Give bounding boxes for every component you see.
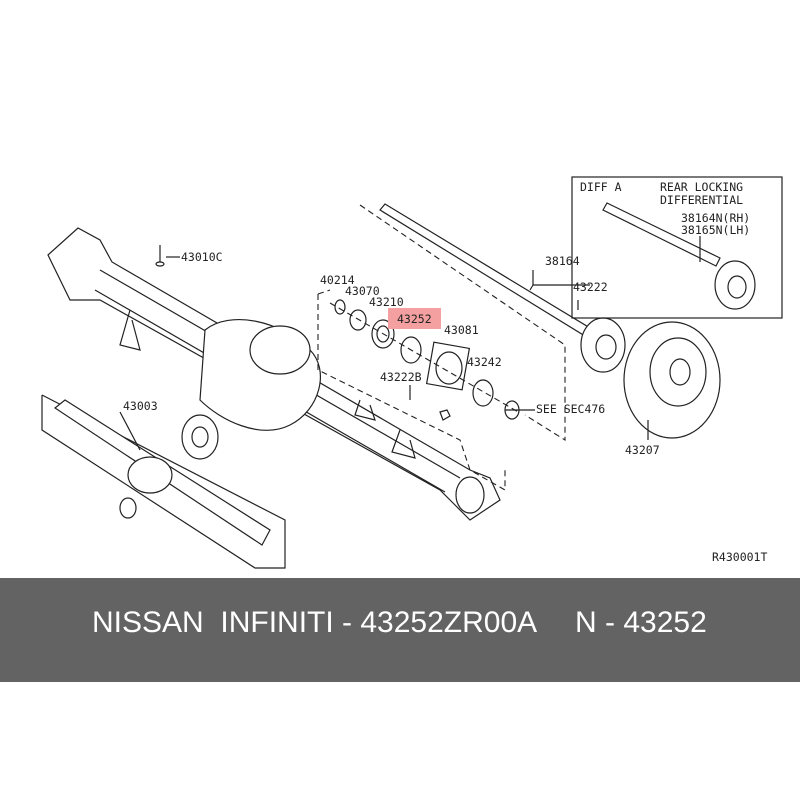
inset-line1: REAR LOCKING — [660, 180, 743, 194]
part-number-caption: NISSAN INFINITI - 43252ZR00A — [92, 606, 538, 639]
axle-housing — [47, 227, 501, 521]
label-43010C: 43010C — [181, 250, 223, 264]
axle-assembly-inset — [41, 394, 286, 569]
diagram-reference: R430001T — [712, 550, 767, 564]
part-code-caption: N - 43252 — [575, 606, 707, 639]
label-43252: 43252 — [397, 312, 432, 326]
label-43207: 43207 — [625, 443, 660, 457]
label-see-sec476: SEE SEC476 — [536, 402, 605, 416]
highlight-43252 — [388, 308, 441, 329]
label-43222B: 43222B — [380, 370, 422, 384]
label-38164: 38164 — [545, 254, 580, 268]
label-43210: 43210 — [369, 295, 404, 309]
parts-diagram: DIFF A REAR LOCKING DIFFERENTIAL 38164N(… — [41, 176, 783, 569]
label-43003: 43003 — [123, 399, 158, 413]
diff-inset: DIFF A REAR LOCKING DIFFERENTIAL 38164N(… — [571, 176, 783, 319]
label-43222: 43222 — [573, 280, 608, 294]
label-43070: 43070 — [345, 284, 380, 298]
axle-shaft-38164 — [379, 203, 626, 373]
label-40214: 40214 — [320, 273, 355, 287]
inset-line2: DIFFERENTIAL — [660, 193, 743, 207]
leader-lines — [409, 270, 590, 411]
label-43081: 43081 — [444, 323, 479, 337]
inset-part-rh: 38164N(RH) — [681, 211, 750, 225]
inset-part-lh: 38165N(LH) — [681, 223, 750, 237]
caption-band: NISSAN INFINITI - 43252ZR00A N - 43252 — [0, 578, 800, 682]
inset-title: DIFF A — [580, 180, 622, 194]
label-43242: 43242 — [467, 355, 502, 369]
bolt-43010C — [155, 245, 180, 267]
brake-disc-43207 — [623, 321, 721, 440]
